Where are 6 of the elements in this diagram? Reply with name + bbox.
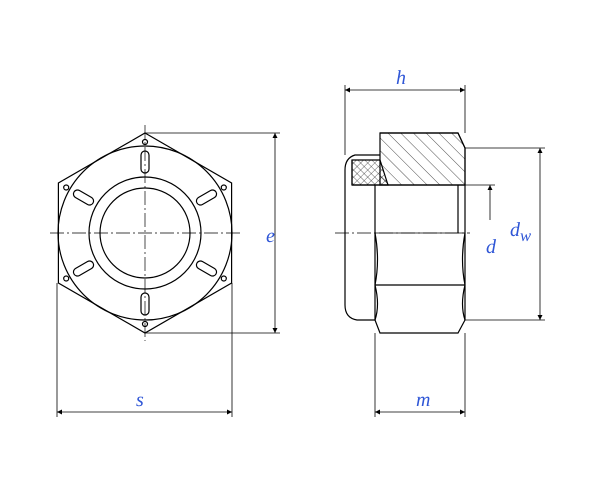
dimension-label: d$_{w}$ [510,220,532,245]
dimension-label: e [266,226,275,246]
dimension-label: h [396,68,406,88]
dimension-label: s [136,390,144,410]
dimension-label: d [486,237,496,257]
dimension-label: m [416,390,430,410]
